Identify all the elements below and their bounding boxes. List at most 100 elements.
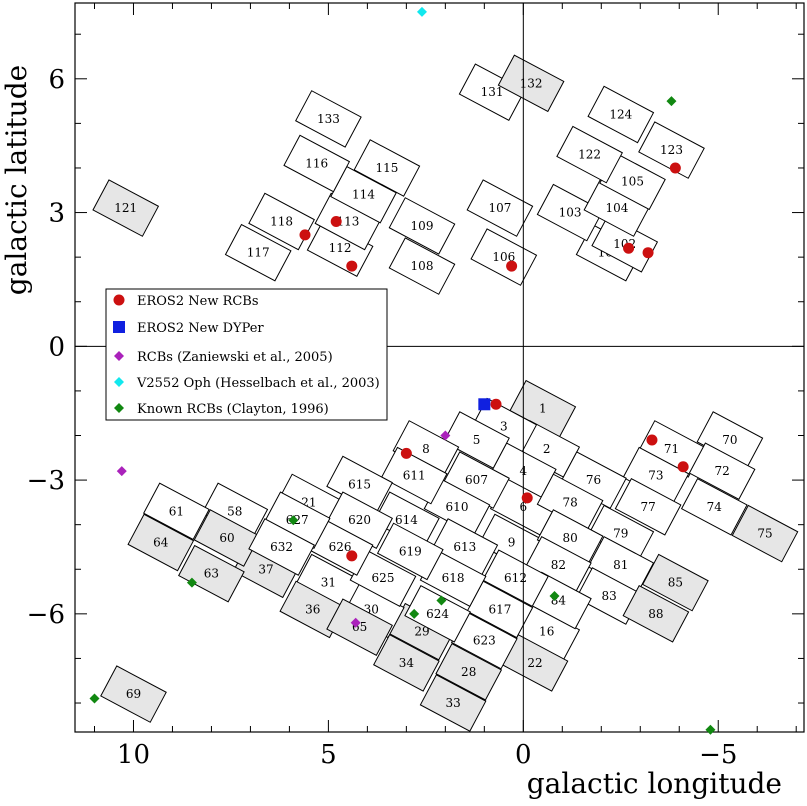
survey-field-box — [376, 522, 444, 581]
x-tick-label: 5 — [320, 740, 337, 770]
survey-field-34: 34 — [373, 634, 440, 692]
survey-field-box — [224, 223, 292, 282]
legend-marker-v2552 — [114, 377, 124, 387]
survey-field-114: 114 — [330, 165, 397, 224]
survey-field-108: 108 — [388, 237, 456, 295]
survey-field-617: 617 — [466, 580, 534, 639]
survey-field-box — [100, 665, 167, 723]
survey-field-label: 79 — [613, 527, 628, 541]
survey-field-label: 109 — [411, 219, 434, 233]
y-tick-label: −6 — [27, 600, 65, 630]
zaniewski-rcb-point — [116, 466, 127, 477]
survey-field-83: 83 — [575, 567, 643, 625]
survey-field-box — [642, 553, 709, 612]
survey-field-label: 22 — [527, 656, 542, 670]
y-tick-label: 3 — [48, 199, 65, 229]
x-tick-label: 10 — [117, 740, 150, 770]
survey-field-box — [326, 598, 393, 657]
survey-field-label: 73 — [648, 469, 663, 483]
survey-field-label: 618 — [442, 571, 465, 585]
survey-field-box — [638, 121, 705, 179]
survey-field-label: 626 — [329, 540, 352, 554]
known-rcb-point — [89, 693, 100, 704]
known-rcb-point — [666, 96, 677, 107]
survey-field-63: 63 — [178, 544, 245, 603]
zaniewski-rcb-point — [350, 617, 361, 628]
survey-field-box — [466, 179, 534, 237]
survey-field-box — [248, 518, 315, 576]
survey-field-label: 81 — [613, 558, 628, 572]
survey-field-611: 611 — [380, 446, 448, 505]
survey-field-60: 60 — [193, 509, 261, 567]
legend-label-known: Known RCBs (Clayton, 1996) — [137, 402, 329, 417]
survey-field-label: 611 — [403, 469, 426, 483]
survey-field-label: 131 — [481, 85, 504, 99]
survey-field-103: 103 — [536, 183, 604, 242]
survey-field-label: 118 — [270, 215, 293, 229]
survey-field-label: 112 — [329, 241, 352, 255]
survey-field-box — [404, 584, 471, 643]
survey-field-label: 612 — [504, 571, 527, 585]
new-rcb-point — [642, 247, 654, 259]
survey-field-88: 88 — [622, 584, 690, 643]
survey-field-label: 114 — [352, 188, 375, 202]
survey-field-label: 69 — [126, 687, 141, 701]
survey-field-109: 109 — [388, 197, 456, 255]
known-rcb-point — [186, 577, 197, 588]
survey-field-123: 123 — [638, 121, 705, 179]
survey-field-box — [143, 482, 210, 541]
survey-field-label: 83 — [601, 589, 616, 603]
survey-field-label: 610 — [446, 500, 469, 514]
known-rcb-point — [409, 608, 420, 619]
survey-field-623: 623 — [450, 611, 518, 670]
new-rcb-point — [677, 461, 689, 473]
survey-field-box — [178, 544, 245, 603]
survey-field-label: 9 — [508, 536, 516, 550]
survey-field-label: 80 — [562, 531, 577, 545]
survey-field-612: 612 — [482, 549, 549, 608]
survey-field-label: 34 — [399, 656, 415, 670]
new-dyper-point — [478, 398, 491, 411]
survey-field-75: 75 — [731, 504, 799, 563]
survey-field-79: 79 — [587, 504, 655, 563]
survey-field-label: 121 — [114, 201, 137, 215]
survey-field-box — [295, 90, 362, 148]
survey-field-box — [680, 477, 748, 536]
survey-field-label: 104 — [605, 201, 628, 215]
survey-field-label: 105 — [621, 174, 644, 188]
survey-field-box — [731, 504, 799, 563]
legend-label-new-rcbs: EROS2 New RCBs — [137, 294, 259, 309]
legend-marker-new-dyper — [113, 321, 125, 333]
survey-field-70: 70 — [696, 411, 764, 469]
survey-field-label: 72 — [714, 464, 729, 478]
survey-field-77: 77 — [614, 477, 682, 536]
survey-field-box — [92, 179, 160, 237]
v2552-oph-point — [416, 6, 427, 17]
survey-field-label: 615 — [348, 478, 371, 492]
survey-field-box — [193, 509, 261, 567]
survey-field-label: 108 — [411, 259, 434, 273]
survey-field-label: 3 — [500, 420, 508, 434]
survey-field-133: 133 — [295, 90, 362, 148]
survey-field-615: 615 — [326, 455, 393, 514]
survey-field-76: 76 — [560, 451, 627, 509]
survey-field-label: 77 — [640, 500, 655, 514]
survey-field-label: 620 — [348, 513, 371, 527]
survey-field-label: 28 — [461, 665, 476, 679]
y-tick-label: 0 — [48, 332, 65, 362]
survey-field-label: 71 — [664, 442, 679, 456]
survey-field-label: 36 — [305, 602, 320, 616]
survey-field-624: 624 — [404, 584, 471, 643]
survey-field-106: 106 — [470, 228, 538, 286]
survey-field-label: 76 — [586, 473, 601, 487]
survey-field-85: 85 — [642, 553, 709, 612]
survey-field-65: 65 — [326, 598, 393, 657]
x-tick-label: −5 — [699, 740, 737, 770]
survey-field-box — [435, 642, 503, 701]
survey-field-label: 617 — [488, 602, 511, 616]
survey-field-label: 85 — [668, 576, 683, 590]
survey-field-label: 1 — [539, 402, 547, 416]
survey-field-61: 61 — [143, 482, 210, 541]
survey-field-label: 123 — [660, 143, 683, 157]
known-rcb-point — [436, 595, 447, 606]
